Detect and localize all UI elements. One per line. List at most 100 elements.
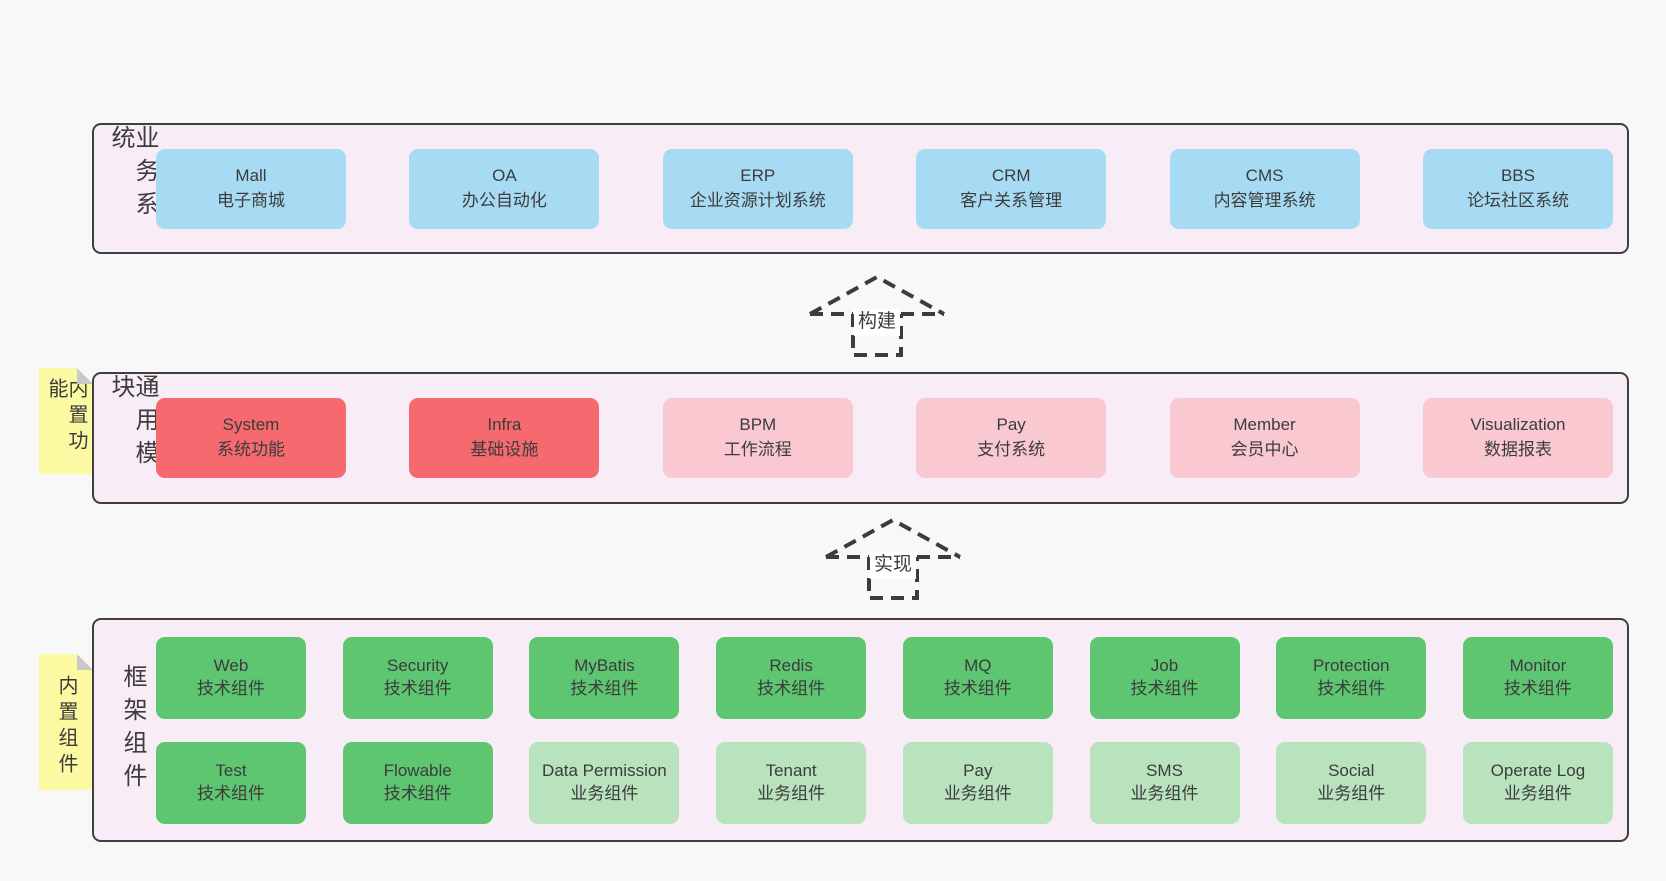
box-subtitle: 内容管理系统 (1213, 190, 1316, 210)
system-box: System 系统功能 (156, 398, 346, 478)
build-arrow: 构建 (807, 274, 947, 358)
box-subtitle: 技术组件 (943, 678, 1012, 698)
box-title: OA (492, 165, 517, 185)
box-subtitle: 技术组件 (383, 678, 452, 698)
box-subtitle: 业务组件 (1317, 783, 1386, 803)
box-title: Mall (235, 165, 267, 185)
business-boxes-area: Mall 电子商城 OA 办公自动化 ERP 企业资源计划系统 CRM 客户关系管理 CMS 内容… (156, 125, 1613, 252)
bbs-box: BBS 论坛社区系统 (1422, 148, 1613, 229)
box-title: MyBatis (574, 656, 635, 676)
box-title: CRM (991, 165, 1031, 185)
box-title: MQ (964, 656, 992, 676)
sticky-note-label: 内置功能 (45, 378, 87, 456)
implement-arrow-label: 实现 (869, 552, 917, 579)
box-title: Infra (487, 415, 522, 435)
implement-arrow: 实现 (823, 517, 963, 601)
box-subtitle: 业务组件 (1130, 783, 1199, 803)
box-subtitle: 业务组件 (757, 783, 826, 803)
business-boxes-row: Mall 电子商城 OA 办公自动化 ERP 企业资源计划系统 CRM 客户关系管理 CMS 内容… (156, 148, 1613, 229)
framework-components-label: 框架组件 (119, 664, 146, 796)
business-systems-layer: 业务系统 Mall 电子商城 OA 办公自动化 ERP 企业资源计划系统 CRM 客户关系管理… (92, 123, 1629, 254)
box-subtitle: 会员中心 (1230, 440, 1299, 459)
box-title: Tenant (765, 761, 817, 781)
box-title: CMS (1245, 165, 1284, 185)
box-title: Visualization (1470, 415, 1566, 435)
box-title: Social (1328, 761, 1375, 781)
box-subtitle: 办公自动化 (461, 190, 547, 210)
dashed-up-arrow-icon (809, 274, 945, 357)
box-subtitle: 业务组件 (943, 783, 1012, 803)
box-title: Monitor (1509, 656, 1567, 676)
box-subtitle: 业务组件 (1503, 783, 1572, 803)
oa-box: OA 办公自动化 (409, 148, 600, 229)
box-subtitle: 企业资源计划系统 (689, 190, 826, 210)
box-subtitle: 技术组件 (1130, 678, 1199, 698)
box-title: Test (215, 761, 247, 781)
mall-box: Mall 电子商城 (156, 148, 346, 229)
crm-box: CRM 客户关系管理 (916, 148, 1107, 229)
box-title: BBS (1500, 165, 1535, 185)
box-subtitle: 基础设施 (470, 440, 539, 459)
box-subtitle: 技术组件 (757, 678, 826, 698)
box-title: Redis (769, 656, 813, 676)
box-title: Data Permission (542, 761, 667, 781)
box-title: System (222, 415, 280, 435)
box-title: Operate Log (1490, 761, 1586, 781)
box-subtitle: 电子商城 (217, 190, 285, 210)
box-subtitle: 技术组件 (1503, 678, 1572, 698)
box-title: Pay (963, 761, 993, 781)
box-subtitle: 数据报表 (1483, 440, 1552, 459)
box-title: Web (213, 656, 249, 676)
box-title: BPM (739, 415, 777, 435)
build-arrow-label: 构建 (853, 309, 901, 336)
box-subtitle: 论坛社区系统 (1466, 190, 1569, 210)
layer-label-strip: 业务系统 (107, 125, 158, 252)
built-in-components-sticky-note: 内置组件 (39, 654, 93, 790)
cms-box: CMS 内容管理系统 (1169, 148, 1360, 229)
box-title: Protection (1312, 656, 1390, 676)
box-subtitle: 业务组件 (570, 783, 639, 803)
built-in-features-sticky-note: 内置功能 (39, 368, 93, 474)
box-title: SMS (1146, 761, 1183, 781)
box-subtitle: 工作流程 (723, 440, 792, 459)
box-title: Security (386, 656, 449, 676)
dashed-up-arrow-icon (825, 517, 961, 600)
erp-box: ERP 企业资源计划系统 (662, 148, 853, 229)
box-title: Flowable (383, 761, 452, 781)
box-subtitle: 技术组件 (1317, 678, 1386, 698)
layer-label-strip: 框架组件 (108, 620, 156, 840)
box-title: ERP (740, 165, 776, 185)
common-modules-label: 通用模块 (107, 374, 158, 473)
box-subtitle: 技术组件 (383, 783, 452, 803)
box-title: Job (1150, 656, 1179, 676)
business-systems-label: 业务系统 (107, 125, 158, 224)
box-subtitle: 客户关系管理 (960, 190, 1063, 210)
box-subtitle: 系统功能 (217, 440, 285, 459)
box-subtitle: 技术组件 (197, 783, 265, 803)
